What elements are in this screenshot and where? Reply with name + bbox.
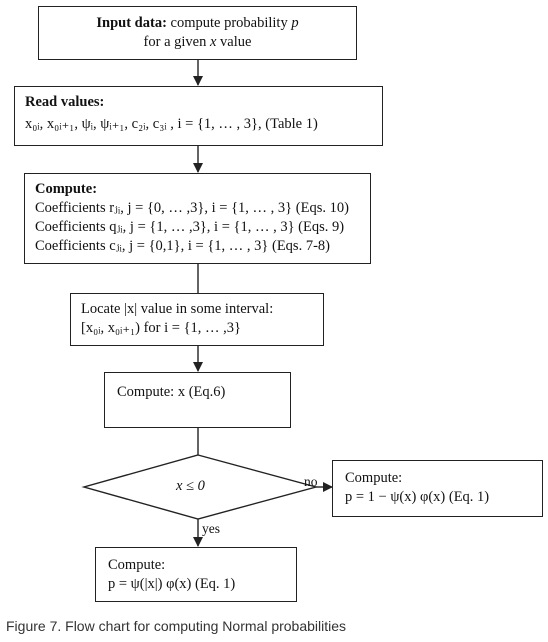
locate-line-1: Locate |x| value in some interval: [81,301,274,317]
compute-coefficients-box: Compute: Coefficients rⱼᵢ, j = {0, … ,3}… [24,173,371,264]
compute-coeffs-heading: Compute: [35,181,98,197]
input-heading: Input data: [96,15,167,31]
locate-interval-box: Locate |x| value in some interval: [x₀ᵢ,… [70,293,324,346]
compute-no-branch-box: Compute: p = 1 − ψ(x) φ(x) (Eq. 1) [332,460,543,517]
read-heading: Read values: [25,94,105,110]
input-text-3: value [220,34,252,50]
input-text-1: compute probability [170,15,288,31]
read-line: x₀ᵢ, x₀ᵢ₊₁, ψᵢ, ψᵢ₊₁, c₂ᵢ, c₃ᵢ , i = {1,… [25,116,318,132]
yes-label: yes [202,521,220,536]
compute-coeffs-line-3: Coefficients cⱼᵢ, j = {0,1}, i = {1, … ,… [35,238,330,254]
figure-caption: Figure 7. Flow chart for computing Norma… [6,618,347,634]
locate-line-2: [x₀ᵢ, x₀ᵢ₊₁) for i = {1, … ,3} [81,320,242,336]
compute-x-box: Compute: x (Eq.6) [104,372,291,428]
decision-text: x ≤ 0 [176,478,205,494]
compute-x-text: Compute: x (Eq.6) [117,384,226,400]
compute-yes-branch-box: Compute: p = ψ(|x|) φ(x) (Eq. 1) [95,547,297,602]
compute-coeffs-line-1: Coefficients rⱼᵢ, j = {0, … ,3}, i = {1,… [35,200,349,216]
input-line-1: Input data: compute probability p [39,14,356,33]
input-var-x: x [209,34,217,50]
input-line-2: for a given x value [39,33,356,52]
compute-no-heading: Compute: [345,470,403,486]
compute-coeffs-line-2: Coefficients qⱼᵢ, j = {1, … ,3}, i = {1,… [35,219,345,235]
compute-no-line: p = 1 − ψ(x) φ(x) (Eq. 1) [345,489,490,505]
no-label: no [304,474,318,489]
input-text-2: for a given [143,34,207,50]
read-values-box: Read values: x₀ᵢ, x₀ᵢ₊₁, ψᵢ, ψᵢ₊₁, c₂ᵢ, … [14,86,383,146]
input-var-p: p [291,15,299,31]
compute-yes-line: p = ψ(|x|) φ(x) (Eq. 1) [108,576,236,592]
compute-yes-heading: Compute: [108,557,166,573]
input-data-box: Input data: compute probability p for a … [38,6,357,60]
